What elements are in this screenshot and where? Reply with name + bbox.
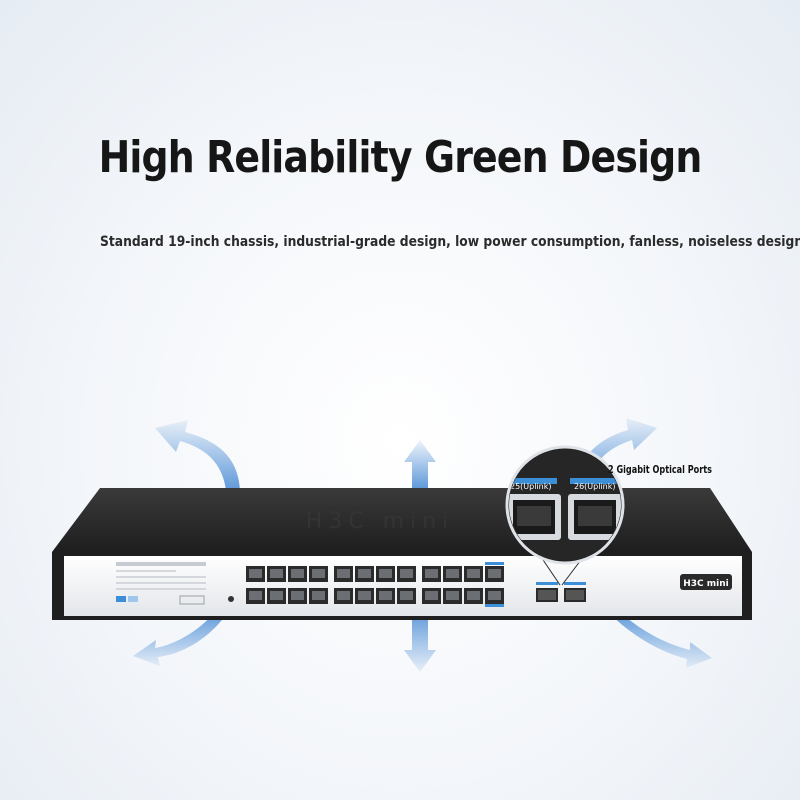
rj45-port-socket bbox=[291, 591, 304, 600]
rj45-port-socket bbox=[446, 591, 459, 600]
rj45-port-socket bbox=[312, 591, 325, 600]
airflow-arrows bbox=[133, 418, 712, 672]
rj45-port-socket bbox=[291, 569, 304, 578]
rj45-port-socket bbox=[379, 569, 392, 578]
optical-ports-callout-label: 2 Gigabit Optical Ports bbox=[608, 463, 712, 476]
sfp-port-group bbox=[536, 582, 586, 602]
brand-badge bbox=[680, 574, 732, 590]
port-indicator-mark bbox=[485, 604, 504, 607]
arrow-lower-left bbox=[133, 612, 228, 666]
rj45-port-socket bbox=[488, 591, 501, 600]
rj45-port-socket bbox=[358, 569, 371, 578]
brand-text: H3C mini bbox=[683, 579, 729, 589]
port-label-26: 26(Uplink) bbox=[574, 482, 616, 491]
status-led-area bbox=[116, 562, 234, 605]
rj45-port-socket bbox=[337, 591, 350, 600]
rj45-port-socket bbox=[425, 569, 438, 578]
rj45-port-socket bbox=[379, 591, 392, 600]
rj45-port-socket bbox=[270, 569, 283, 578]
page-title: High Reliability Green Design bbox=[98, 132, 703, 183]
arrow-lower-right bbox=[608, 612, 712, 668]
svg-text:H3C mini: H3C mini bbox=[306, 509, 455, 534]
rj45-port-socket bbox=[337, 569, 350, 578]
arrow-lower-center bbox=[404, 612, 436, 672]
rj45-port-socket bbox=[400, 591, 413, 600]
arrow-upper-right bbox=[575, 418, 657, 485]
switch-chassis: H3C mini H3C mini bbox=[52, 488, 752, 620]
rj45-port-socket bbox=[425, 591, 438, 600]
rj45-port-socket bbox=[358, 591, 371, 600]
port-label-25: 25(Uplink) bbox=[510, 482, 552, 491]
optical-port-magnifier: 25(Uplink) 26(Uplink) bbox=[505, 445, 625, 586]
rj45-port-socket bbox=[400, 569, 413, 578]
reset-button[interactable] bbox=[228, 596, 234, 602]
rj45-port-socket bbox=[467, 569, 480, 578]
rj45-port-socket bbox=[467, 591, 480, 600]
rj45-port-socket bbox=[446, 569, 459, 578]
rj45-port-socket bbox=[312, 569, 325, 578]
port-indicator-mark bbox=[485, 562, 504, 565]
rj45-port-socket bbox=[270, 591, 283, 600]
rj45-port-socket bbox=[249, 591, 262, 600]
page-subtitle: Standard 19-inch chassis, industrial-gra… bbox=[100, 234, 800, 250]
rj45-port-socket bbox=[488, 569, 501, 578]
arrow-upper-left bbox=[155, 420, 240, 490]
arrow-upper-center bbox=[404, 440, 436, 488]
rj45-port-grid bbox=[246, 562, 504, 607]
rj45-port-socket bbox=[249, 569, 262, 578]
